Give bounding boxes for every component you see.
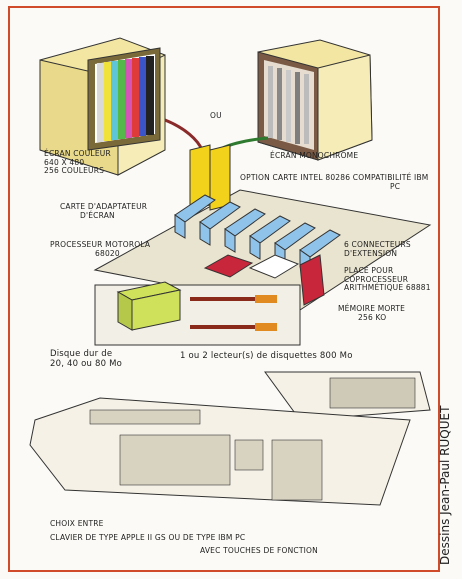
label-keyboard-choice: CHOIX ENTRE CLAVIER DE TYPE APPLE II GS …: [50, 520, 318, 556]
label-adapter-card: CARTE D'ADAPTATEUR D'ÉCRAN: [60, 203, 147, 220]
label-ou: OU: [210, 112, 222, 121]
label-color-screen: ÉCRAN COULEUR 640 X 480 256 COULEURS: [44, 150, 111, 176]
drive-bay: [95, 282, 300, 345]
label-coprocessor: PLACE POUR COPROCESSEUR ARITHMÉTIQUE 688…: [344, 267, 431, 293]
label-option-card: OPTION CARTE INTEL 80286 COMPATIBILITÉ I…: [240, 174, 428, 191]
label-floppy-drives: 1 ou 2 lecteur(s) de disquettes 800 Mo: [180, 352, 353, 362]
label-connectors: 6 CONNECTEURS D'EXTENSION: [344, 241, 411, 258]
illustrator-credit: Dessins Jean-Paul RUQUET: [438, 406, 452, 565]
label-processor: PROCESSEUR MOTOROLA 68020: [50, 241, 150, 258]
monochrome-monitor: [258, 40, 372, 160]
label-mono-screen: ÉCRAN MONOCHROME: [270, 152, 358, 161]
label-hard-disk: Disque dur de 20, 40 ou 80 Mo: [50, 350, 122, 370]
label-rom: MÉMOIRE MORTE 256 Ko: [338, 305, 405, 322]
